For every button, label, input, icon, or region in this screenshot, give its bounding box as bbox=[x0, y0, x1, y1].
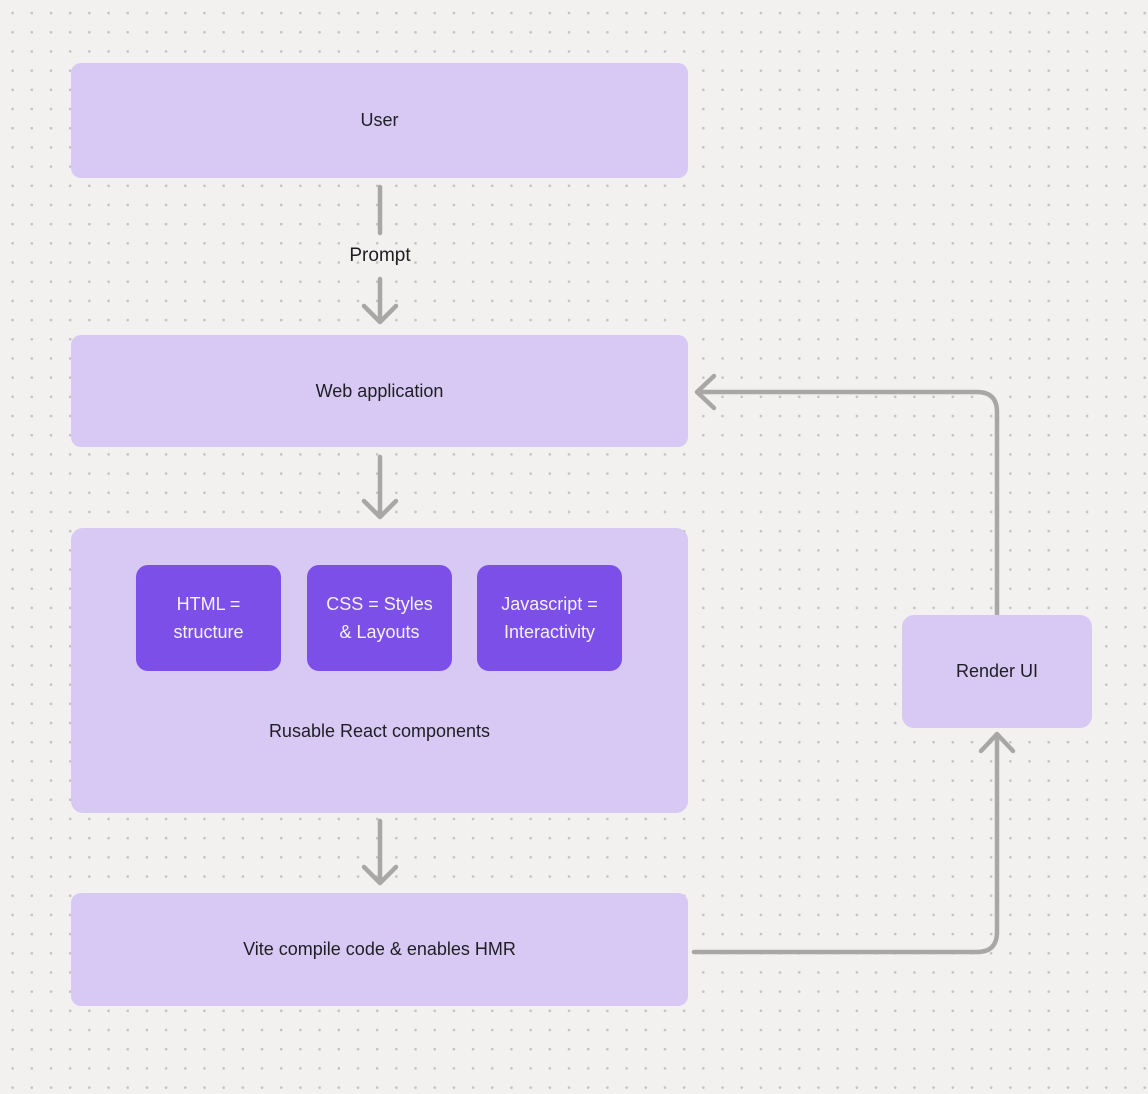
edge-webapp-to-group-arrowhead bbox=[361, 498, 399, 520]
node-html[interactable]: HTML = structure bbox=[136, 565, 281, 671]
edge-renderui-to-webapp-arrowhead bbox=[694, 373, 717, 411]
node-web-application-label: Web application bbox=[315, 380, 444, 401]
edge-prompt-label: Prompt bbox=[349, 245, 411, 266]
node-javascript[interactable]: Javascript = Interactivity bbox=[477, 565, 622, 671]
edge-renderui-to-webapp-line bbox=[699, 389, 1000, 618]
node-html-label: HTML = structure bbox=[173, 594, 244, 642]
node-components-group-label: Rusable React components bbox=[268, 721, 491, 741]
edge-vite-to-renderui-arrowhead bbox=[978, 731, 1016, 754]
node-css-label: CSS = Styles & Layouts bbox=[326, 594, 433, 642]
node-javascript-label: Javascript = Interactivity bbox=[501, 594, 598, 642]
node-render-ui-label: Render UI bbox=[955, 661, 1039, 682]
edge-group-to-vite-arrowhead bbox=[361, 864, 399, 886]
node-css[interactable]: CSS = Styles & Layouts bbox=[307, 565, 452, 671]
edge-label-to-webapp-arrowhead bbox=[361, 303, 399, 325]
node-vite[interactable]: Vite compile code & enables HMR bbox=[71, 893, 688, 1006]
node-components-group[interactable]: HTML = structure CSS = Styles & Layouts … bbox=[71, 528, 688, 813]
node-user[interactable]: User bbox=[71, 63, 688, 178]
node-user-label: User bbox=[360, 110, 399, 131]
edge-vite-to-renderui-line bbox=[691, 734, 1000, 955]
node-web-application[interactable]: Web application bbox=[71, 335, 688, 447]
node-vite-label: Vite compile code & enables HMR bbox=[243, 939, 516, 960]
node-render-ui[interactable]: Render UI bbox=[902, 615, 1092, 728]
